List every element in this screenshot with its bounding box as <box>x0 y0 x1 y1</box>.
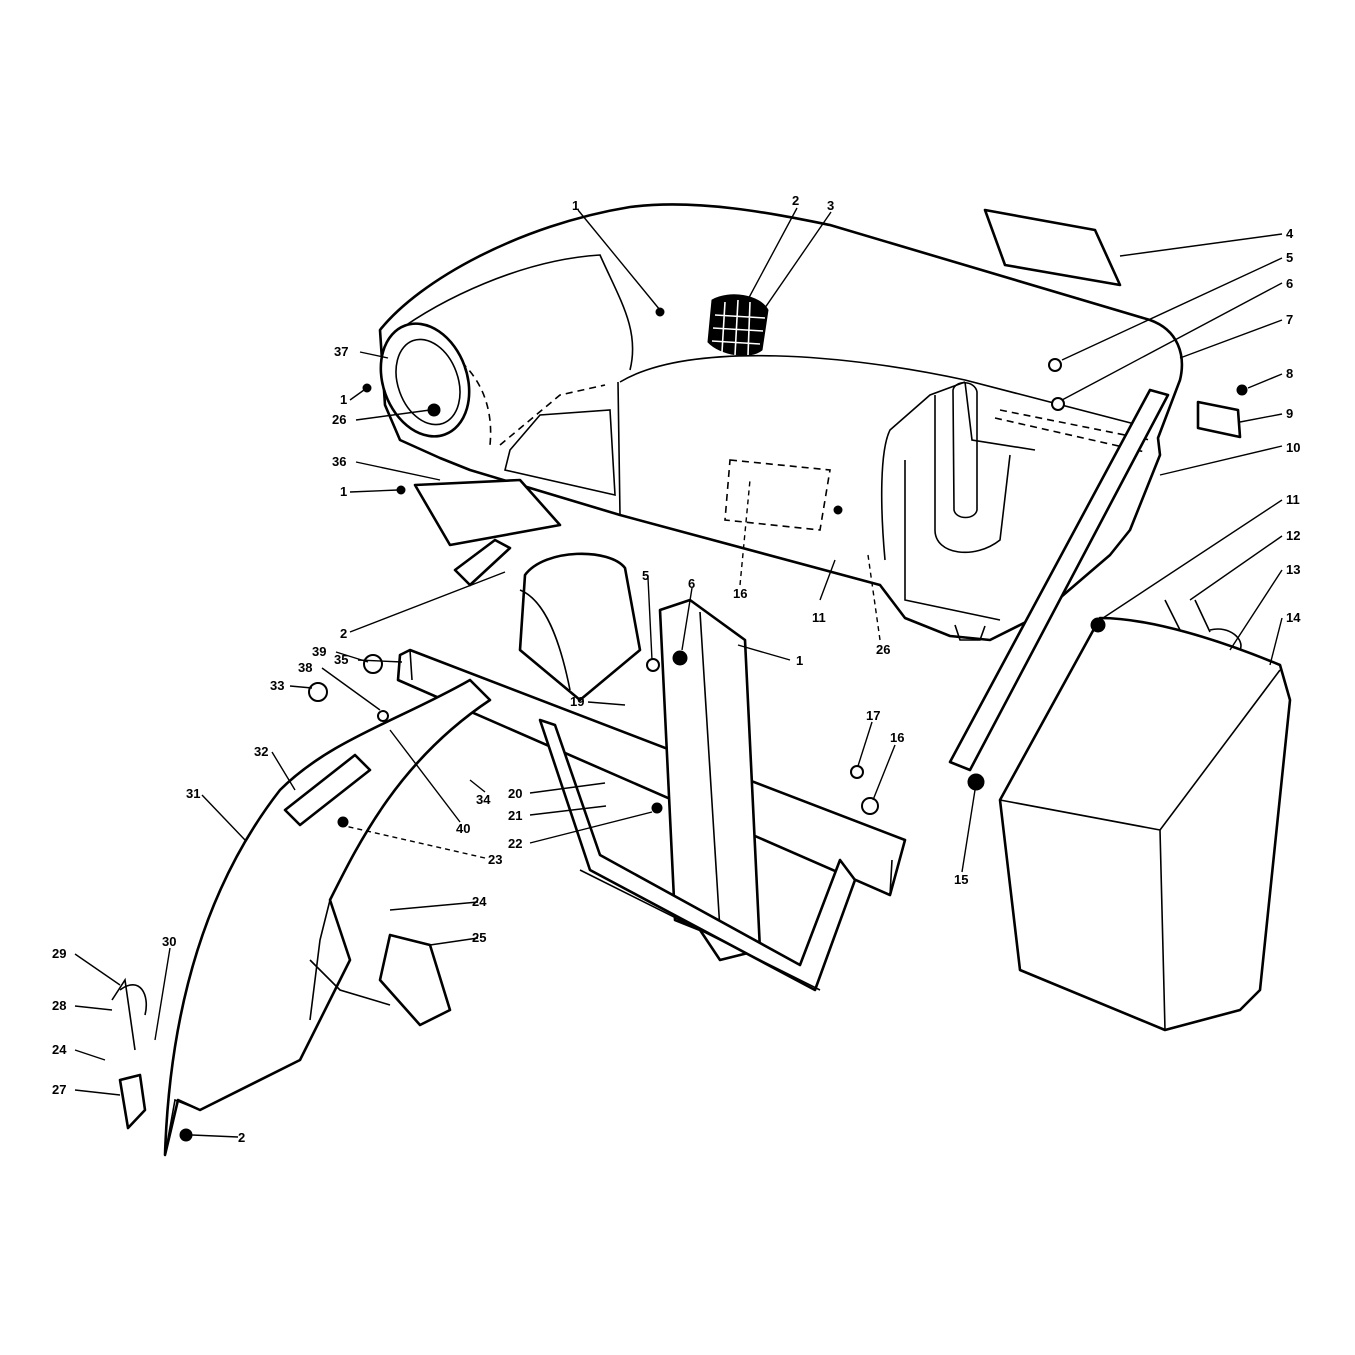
angle-bracket <box>453 538 512 587</box>
callout-36: 36 <box>332 454 346 469</box>
hardware-fasteners <box>179 307 1248 1142</box>
callout-11-center: 11 <box>812 610 826 625</box>
callout-11: 11 <box>1286 492 1300 507</box>
callout-5-center: 5 <box>642 568 649 583</box>
callout-2-left: 2 <box>340 626 347 641</box>
callout-8: 8 <box>1286 366 1293 381</box>
callout-27: 27 <box>52 1082 66 1097</box>
collection-bag <box>998 599 1292 1032</box>
callout-16-washer: 16 <box>890 730 904 745</box>
vertical-mount <box>658 598 762 962</box>
callout-6-center: 6 <box>688 576 695 591</box>
callout-6: 6 <box>1286 276 1293 291</box>
callout-21: 21 <box>508 808 522 823</box>
callout-37: 37 <box>334 344 348 359</box>
callout-34: 34 <box>476 792 491 807</box>
callout-1-center: 1 <box>796 653 803 668</box>
callout-24-chute: 24 <box>472 894 487 909</box>
callout-32: 32 <box>254 744 268 759</box>
callout-16-bracket: 16 <box>733 586 747 601</box>
callout-2: 2 <box>792 193 799 208</box>
callout-35: 35 <box>334 652 348 667</box>
callout-20: 20 <box>508 786 522 801</box>
callout-15: 15 <box>954 872 968 887</box>
spring-clip-assembly <box>111 977 147 1130</box>
callout-24-clip: 24 <box>52 1042 67 1057</box>
callout-31: 31 <box>186 786 200 801</box>
cross-member <box>396 648 907 897</box>
base-plate <box>413 478 562 547</box>
callout-25: 25 <box>472 930 486 945</box>
callout-4: 4 <box>1286 226 1294 241</box>
callout-9: 9 <box>1286 406 1293 421</box>
callout-22: 22 <box>508 836 522 851</box>
callout-7: 7 <box>1286 312 1293 327</box>
callout-39: 39 <box>312 644 326 659</box>
callout-30: 30 <box>162 934 176 949</box>
leader-lines <box>74 207 1283 1138</box>
callout-2-bottom: 2 <box>238 1130 245 1145</box>
callout-3: 3 <box>827 198 834 213</box>
discharge-chute <box>518 552 642 702</box>
callout-1: 1 <box>572 198 579 213</box>
decal-plate <box>983 208 1122 287</box>
inlet-ring <box>379 322 471 438</box>
callout-14: 14 <box>1286 610 1301 625</box>
callout-26-inlet: 26 <box>332 412 346 427</box>
callout-labels: 1 2 3 4 5 6 7 8 9 10 11 12 13 14 37 1 26… <box>52 193 1301 1145</box>
lower-frame <box>538 718 857 992</box>
callout-33: 33 <box>270 678 284 693</box>
deflector-plate <box>378 933 452 1027</box>
callout-28: 28 <box>52 998 66 1013</box>
housing-hood <box>378 203 1184 642</box>
side-chute <box>163 678 492 1157</box>
hidden-bracket <box>724 459 831 531</box>
callout-17: 17 <box>866 708 880 723</box>
callout-19: 19 <box>570 694 584 709</box>
callout-29: 29 <box>52 946 66 961</box>
callout-38: 38 <box>298 660 312 675</box>
callout-1-plate: 1 <box>340 484 347 499</box>
side-rail <box>948 388 1170 772</box>
callout-12: 12 <box>1286 528 1300 543</box>
vent-grille <box>707 294 769 356</box>
callout-1-inlet: 1 <box>340 392 347 407</box>
callout-10: 10 <box>1286 440 1300 455</box>
callout-26-center: 26 <box>876 642 890 657</box>
callout-13: 13 <box>1286 562 1300 577</box>
callout-5: 5 <box>1286 250 1293 265</box>
callout-40: 40 <box>456 821 470 836</box>
callout-23: 23 <box>488 852 502 867</box>
latch-plate <box>283 753 372 827</box>
